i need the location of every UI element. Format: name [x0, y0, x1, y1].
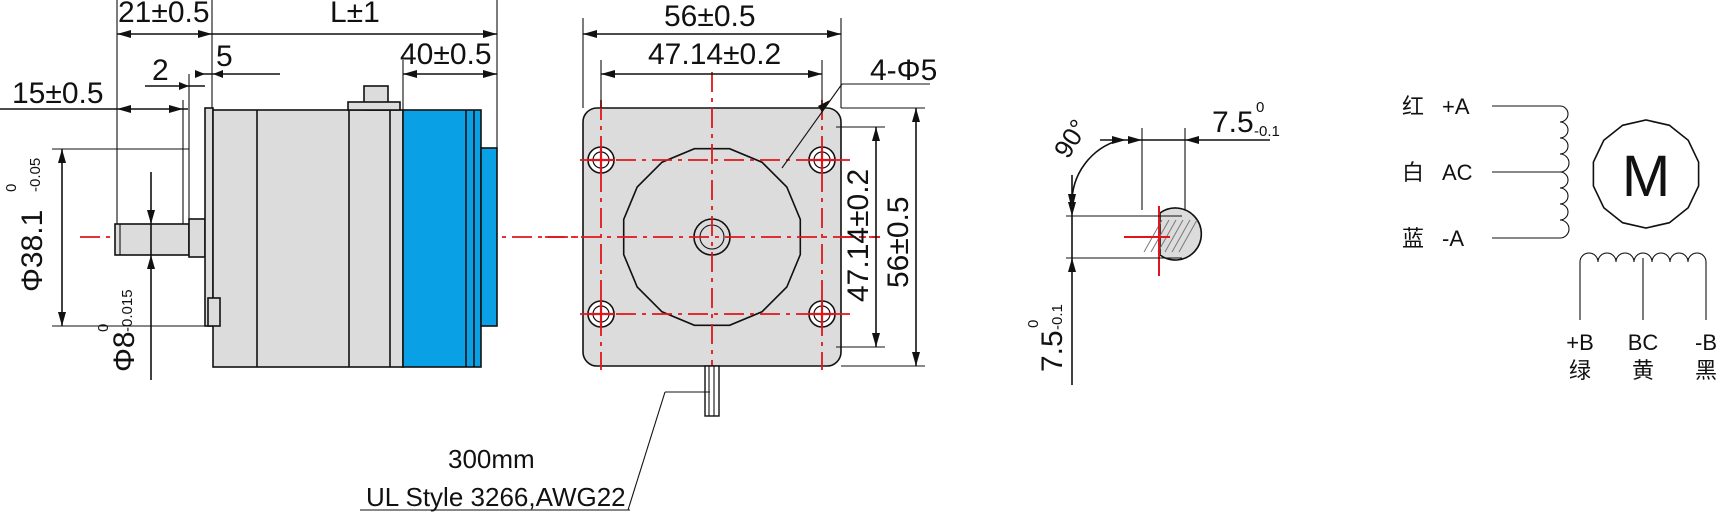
shaft-section-view: 7.5 0 -0.1 7.5 0 -0.1 90° [1025, 99, 1280, 385]
dim-frame-width: 56±0.5 [664, 0, 756, 33]
wire-color-blue: 蓝 [1402, 226, 1424, 251]
dim-pilot-diameter: Φ38.1 [16, 210, 49, 292]
wire-signal-ac: AC [1442, 160, 1473, 185]
wire-signal-bc: BC [1628, 330, 1659, 355]
motor-symbol [1592, 119, 1700, 229]
dim-flange-thickness: 5 [216, 40, 233, 73]
pilot-boss [188, 218, 206, 258]
rear-boss [480, 147, 498, 327]
dim-pilot-tol-upper: 0 [3, 184, 20, 192]
dim-flat-height-tol-lower: -0.1 [1049, 304, 1066, 330]
dim-shaft-tol-lower: -0.015 [119, 289, 136, 332]
phase-b-coil [1579, 252, 1707, 263]
dim-flat-height-tol-upper: 0 [1025, 320, 1042, 328]
wire-color-yellow: 黄 [1632, 358, 1654, 383]
dim-flat-height: 7.5 [1036, 330, 1069, 372]
shaft-section [1159, 207, 1203, 261]
dim-flat-width: 7.5 [1212, 106, 1254, 139]
dim-flat-angle: 90° [1048, 114, 1094, 163]
dim-shaft-diameter-group: Φ8 0 -0.015 [95, 289, 141, 372]
dim-shaft-length: 21±0.5 [118, 0, 210, 29]
side-view: 21±0.5 L±1 5 2 15±0.5 40±0.5 [0, 0, 880, 380]
wire-color-white: 白 [1402, 160, 1424, 185]
wire-signal-minus-a: -A [1442, 226, 1464, 251]
front-view: 300mm UL Style 3266,AWG22 56±0.5 47.14±0… [360, 0, 937, 512]
cable-length: 300mm [448, 444, 535, 474]
cable [704, 365, 720, 417]
dim-pilot-step: 2 [152, 54, 169, 87]
dim-mount-holes: 4-Φ5 [870, 54, 937, 87]
dim-rear-cap: 40±0.5 [400, 38, 492, 71]
dim-frame-height: 56±0.5 [882, 196, 915, 288]
motor-label: M [1622, 144, 1670, 209]
rear-cap [402, 109, 482, 368]
wire-color-green: 绿 [1569, 358, 1591, 383]
dim-pilot-tol-lower: -0.05 [27, 158, 44, 192]
dim-shaft-tol-upper: 0 [95, 324, 112, 332]
wire-color-black: 黑 [1695, 358, 1717, 383]
motor-shaft [114, 223, 190, 256]
dim-pilot-diameter-group: Φ38.1 0 -0.05 [3, 158, 49, 292]
wire-signal-plus-b: +B [1566, 330, 1594, 355]
dim-flat-tol-upper: 0 [1256, 99, 1264, 116]
wiring-diagram: 红 +A 白 AC 蓝 -A M +B 绿 BC 黄 -B 黑 [1402, 94, 1717, 383]
front-boss-polygon [622, 147, 802, 327]
wire-signal-plus-a: +A [1442, 94, 1470, 119]
dim-hole-spacing-vertical: 47.14±0.2 [842, 169, 875, 302]
dim-shaft-diameter: Φ8 [108, 331, 141, 372]
dim-flat-tol-lower: -0.1 [1254, 123, 1280, 140]
dim-body-length: L±1 [330, 0, 380, 29]
dim-shaft-flat: 15±0.5 [12, 77, 104, 110]
front-flange [204, 107, 214, 327]
wire-signal-minus-b: -B [1695, 330, 1717, 355]
wire-color-red: 红 [1402, 94, 1424, 119]
phase-a-coil [1559, 105, 1570, 239]
cable-spec: UL Style 3266,AWG22 [366, 482, 626, 512]
motor-body [212, 109, 404, 368]
dim-hole-spacing: 47.14±0.2 [648, 38, 781, 71]
